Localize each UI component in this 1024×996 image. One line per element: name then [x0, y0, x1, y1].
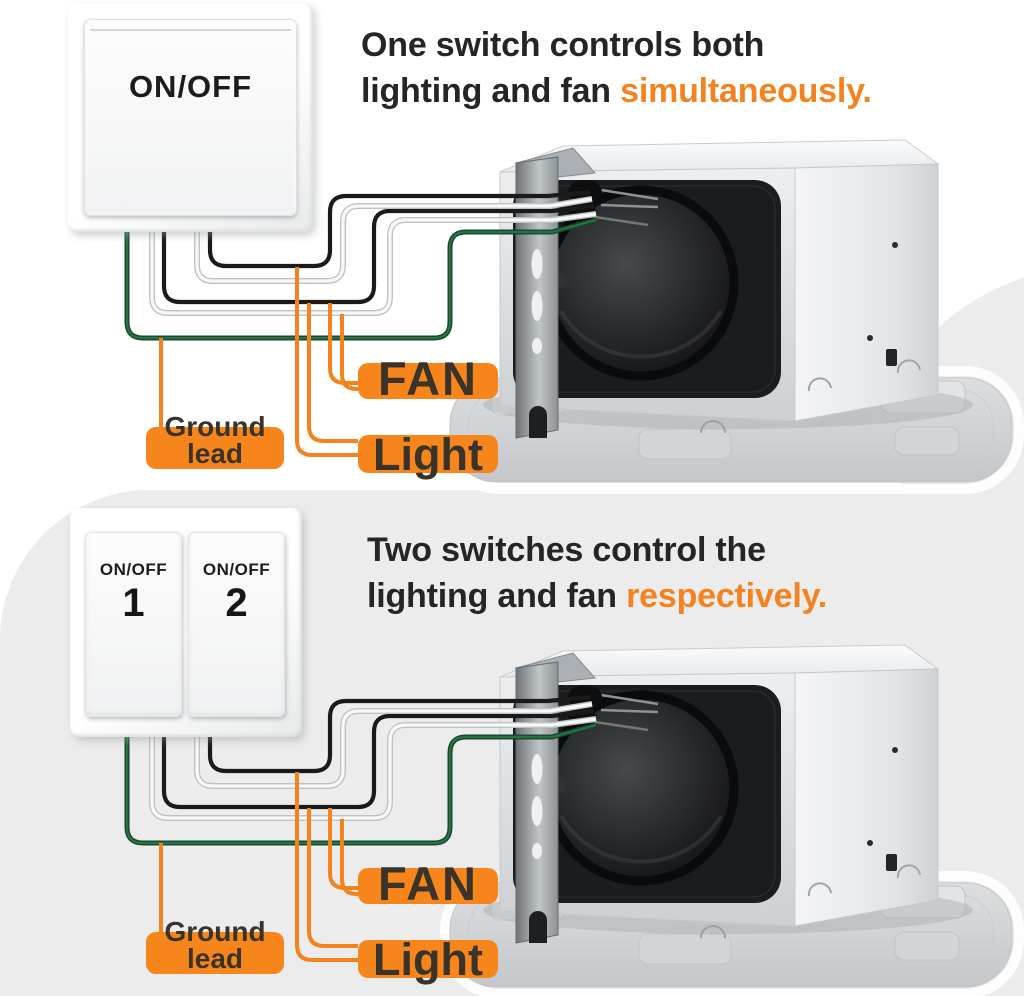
- rocker-groove: [90, 29, 291, 31]
- single-rocker-switch: ON/OFF: [68, 3, 313, 232]
- rocker-label: ON/OFF: [128, 69, 253, 104]
- heading-line1: Two switches control the: [367, 531, 766, 569]
- light-wire-label: Light: [358, 432, 498, 477]
- heading-dual-switch: Two switches control the lighting and fa…: [367, 527, 827, 619]
- double-rocker-switch: ON/OFF 1 ON/OFF 2: [70, 508, 302, 737]
- accent-word: simultaneously.: [620, 72, 872, 110]
- fan-wire-label: FAN: [358, 355, 498, 402]
- switch-rocker-2: ON/OFF 2: [188, 532, 285, 717]
- heading-line1: One switch controls both: [361, 26, 765, 64]
- fan-wire-label: FAN: [358, 860, 498, 907]
- accent-word: respectively.: [626, 577, 828, 615]
- switch-rocker: ON/OFF: [84, 19, 297, 216]
- heading-single-switch: One switch controls both lighting and fa…: [361, 22, 872, 114]
- heading-line2: lighting and fan respectively.: [367, 577, 828, 615]
- switch-rocker-1: ON/OFF 1: [85, 532, 182, 717]
- light-wire-label: Light: [358, 937, 498, 982]
- heading-line2: lighting and fan simultaneously.: [361, 72, 872, 110]
